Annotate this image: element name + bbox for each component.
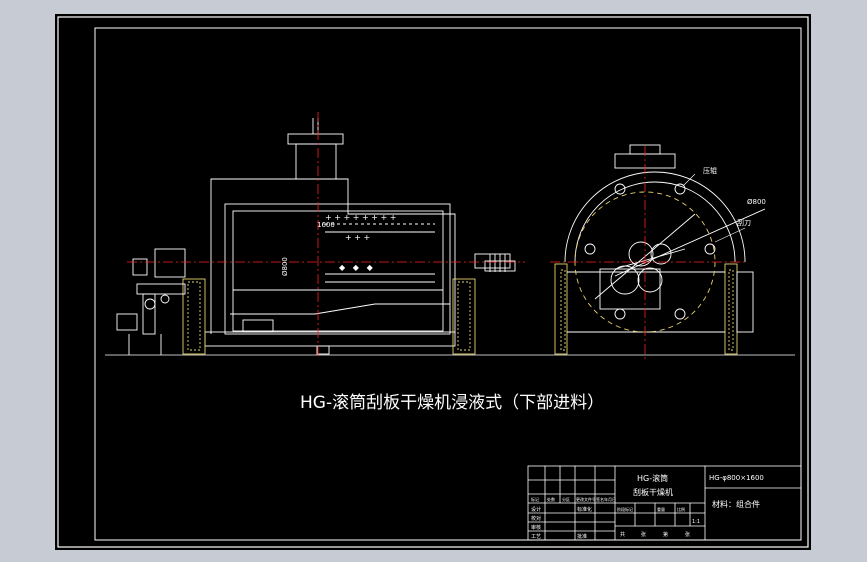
cad-drawing: + + + + + + + + + + + ◆ ◆ ◆ — [57, 16, 809, 548]
tb-cell-scale: 比例 — [677, 506, 685, 512]
tb-cell-stage: 阶段标记 — [617, 506, 633, 512]
drawing-caption: HG-滚筒刮板干燥机浸液式（下部进料） — [300, 393, 604, 413]
drawing-code: HG-φ800×1600 — [709, 474, 764, 482]
tb-cell-mark: 标记 — [531, 496, 539, 502]
scraper-label: 刮刀 — [737, 218, 751, 227]
title-block — [527, 465, 802, 541]
tb-cell-zone: 分区 — [562, 496, 570, 502]
tb-cell-sheets: 张 — [641, 531, 646, 538]
title-name-line1: HG-滚筒 — [637, 473, 668, 483]
side-view-markers: + + + + + + + + + + + ◆ ◆ ◆ — [325, 213, 396, 272]
side-view — [116, 118, 516, 355]
length-label: 1600 — [317, 221, 335, 229]
material-label: 材料：组合件 — [712, 499, 760, 509]
tb-cell-design: 设计 — [531, 506, 541, 513]
inner-frame — [94, 27, 802, 541]
tb-cell-standard: 标准化 — [577, 506, 592, 513]
svg-text:+ + +: + + + — [345, 233, 370, 242]
side-view-centerlines — [127, 112, 525, 359]
tb-cell-change-doc: 更改文件号 — [576, 496, 596, 502]
tb-cell-no: 第 — [663, 531, 668, 538]
tb-cell-review: 审核 — [531, 524, 541, 531]
tb-cell-sheet: 张 — [685, 531, 690, 538]
tb-cell-check: 校对 — [531, 515, 541, 522]
diameter-label-side: Ø800 — [281, 257, 289, 276]
tb-cell-process: 工艺 — [531, 534, 541, 540]
tb-cell-date: 年月日 — [604, 496, 616, 502]
tb-cell-approve: 批准 — [577, 533, 587, 540]
diameter-label-end: Ø800 — [747, 198, 766, 206]
tb-cell-count: 处数 — [547, 496, 555, 502]
pressure-roll-label: 压辊 — [703, 166, 717, 175]
leader-pressure-roll — [682, 173, 696, 187]
outer-frame — [57, 16, 809, 548]
end-view — [554, 144, 766, 355]
title-block-text: HG-滚筒 刮板干燥机 HG-φ800×1600 材料：组合件 标记 处数 分区… — [531, 473, 764, 540]
end-view-centerlines — [550, 146, 745, 359]
tb-cell-total: 共 — [620, 531, 625, 538]
svg-text:◆ ◆ ◆: ◆ ◆ ◆ — [339, 263, 374, 272]
tb-cell-weight: 重量 — [657, 506, 665, 512]
tb-cell-sign: 签名 — [596, 496, 604, 502]
drawing-sheet: + + + + + + + + + + + ◆ ◆ ◆ — [55, 14, 811, 550]
tb-scale-value: 1:1 — [692, 519, 700, 525]
leader-scraper — [714, 227, 746, 243]
title-name-line2: 刮板干燥机 — [633, 487, 673, 497]
svg-text:+ + + + + + + +: + + + + + + + + — [325, 213, 396, 222]
